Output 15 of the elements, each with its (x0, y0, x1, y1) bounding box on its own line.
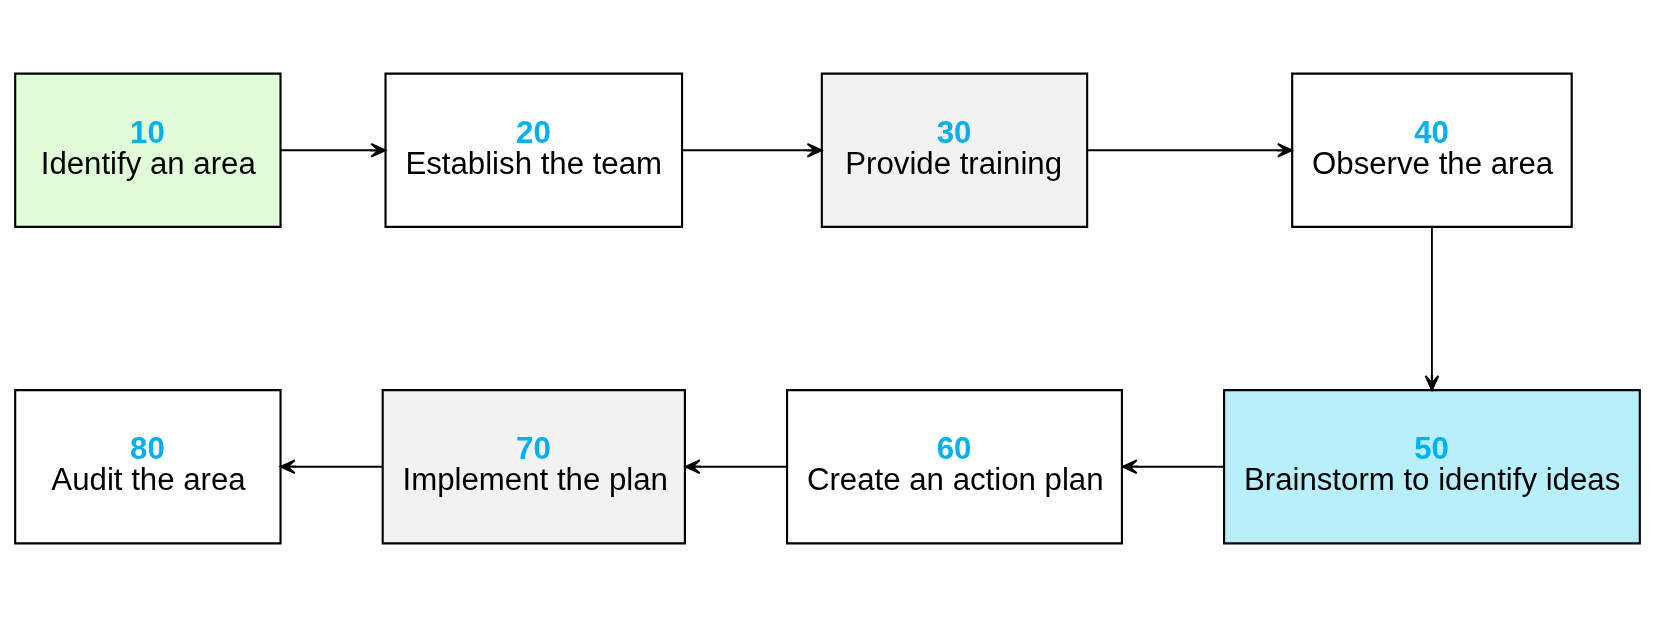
node-box: 70 Implement the plan (381, 389, 686, 545)
arrow (1086, 143, 1293, 158)
arrow (1424, 226, 1440, 391)
arrow (279, 143, 387, 158)
node-box: 40 Observe the area (1291, 72, 1573, 228)
node-box: 30 Provide training (820, 72, 1089, 228)
arrow (279, 459, 384, 474)
node-box: 10 Identify an area (14, 72, 282, 228)
node-box: 20 Establish the team (384, 72, 684, 228)
node-box: 50 Brainstorm to identify ideas (1223, 389, 1641, 545)
node-box: 60 Create an action plan (786, 389, 1123, 545)
arrow (684, 459, 788, 474)
arrow (681, 143, 823, 158)
arrow (1121, 459, 1225, 474)
node-box: 80 Audit the area (14, 389, 282, 545)
